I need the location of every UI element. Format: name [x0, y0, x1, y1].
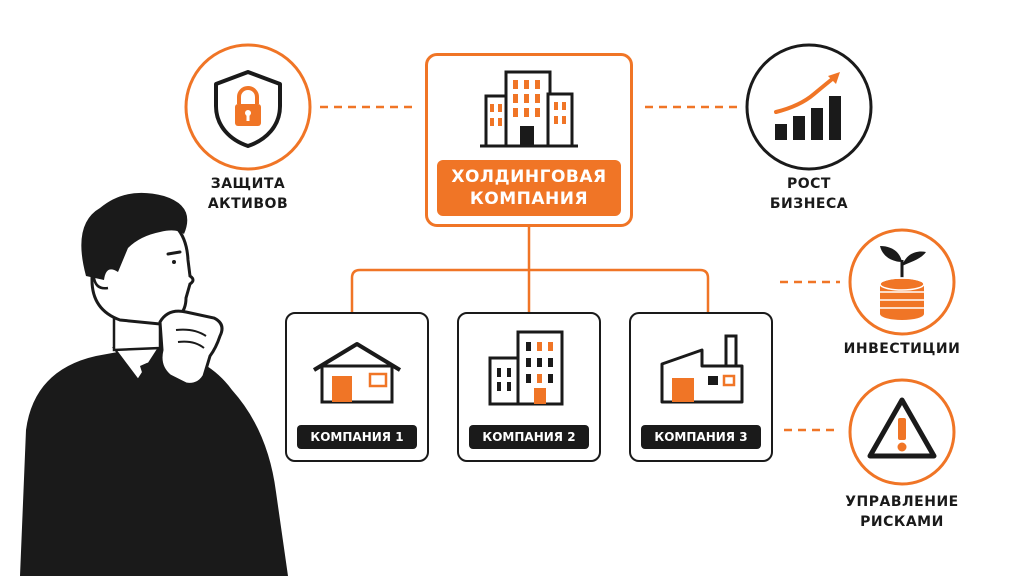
office-building-icon	[480, 70, 578, 148]
thinking-businessman-illustration	[20, 192, 288, 576]
house-icon	[312, 342, 402, 404]
benefit-label-risks: УПРАВЛЕНИЕ РИСКАМИ	[845, 494, 959, 530]
company-label-2: КОМПАНИЯ 2	[469, 425, 589, 449]
coins-sprout-icon	[879, 246, 926, 320]
growth-chart-icon	[774, 72, 841, 140]
company-label-1: КОМПАНИЯ 1	[297, 425, 417, 449]
factory-icon	[660, 334, 744, 404]
benefit-label-investments: ИНВЕСТИЦИИ	[843, 341, 961, 357]
benefit-label-protection: ЗАЩИТА АКТИВОВ	[207, 176, 289, 212]
warning-icon	[867, 397, 937, 459]
company-label-3: КОМПАНИЯ 3	[641, 425, 761, 449]
holding-company-label: ХОЛДИНГОВАЯ КОМПАНИЯ	[437, 160, 621, 216]
shield-lock-icon	[214, 70, 282, 148]
benefit-label-growth: РОСТ БИЗНЕСА	[769, 176, 849, 212]
building-icon	[488, 330, 564, 406]
tree-connector	[350, 227, 710, 312]
